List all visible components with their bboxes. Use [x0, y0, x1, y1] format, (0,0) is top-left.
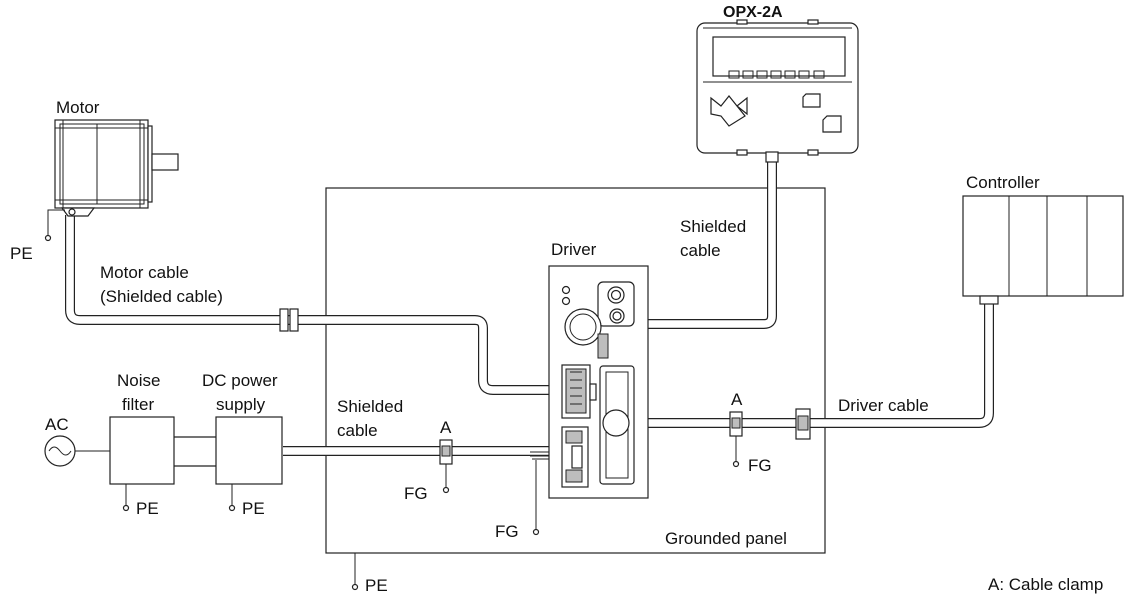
motor-pe-terminal [44, 234, 52, 242]
driver-label: Driver [551, 240, 597, 259]
cable-clamp-power [439, 439, 453, 494]
opx-display [712, 36, 846, 77]
motor-unit [44, 119, 179, 242]
driver-fg-terminal [532, 528, 540, 536]
shielded-cable-left-line1: Shielded [337, 397, 403, 416]
panel-pe-terminal [351, 583, 359, 591]
motor-shaft [151, 153, 179, 171]
motor-cable-coupler [279, 308, 299, 332]
driver-unit [548, 265, 649, 499]
opx-arrow-keys [710, 95, 748, 127]
cable-clamp-legend: A: Cable clamp [988, 575, 1103, 594]
driver-cable-label: Driver cable [838, 396, 929, 415]
controller-body [962, 195, 1124, 297]
ac-label: AC [45, 415, 69, 434]
motor-connector [60, 207, 96, 217]
grounded-panel-label: Grounded panel [665, 529, 787, 548]
driver-cable-fg-label: FG [748, 456, 772, 475]
shielded-cable-top-line2: cable [680, 241, 721, 260]
driver-cable [612, 296, 994, 428]
motor-cable-label-line1: Motor cable [100, 263, 189, 282]
opx-key-upper [802, 93, 821, 108]
shielded-cable-top-line1: Shielded [680, 217, 746, 236]
controller-unit [962, 195, 1124, 305]
driver-fg-label: FG [495, 522, 519, 541]
opx-key-lower [822, 115, 842, 133]
dc-power-supply [215, 416, 283, 512]
power-pe-label: PE [242, 499, 265, 518]
controller-label: Controller [966, 173, 1040, 192]
operator-cable [590, 150, 777, 329]
filter-pe-label: PE [136, 499, 159, 518]
motor-body [54, 119, 149, 209]
ac-source [44, 435, 110, 467]
noise-filter-label-line2: filter [122, 395, 154, 414]
motor-flange [147, 125, 153, 203]
cable-clamp-driver-outside [795, 408, 811, 440]
noise-filter-label-line1: Noise [117, 371, 160, 390]
opx-label: OPX-2A [723, 4, 783, 21]
dc-power-label-line1: DC power [202, 371, 278, 390]
motor-cable [65, 215, 566, 395]
motor-pe-label: PE [10, 244, 33, 263]
clamp-a-driver-label: A [731, 390, 743, 409]
noise-filter [109, 416, 175, 512]
motor-cable-label-line2: (Shielded cable) [100, 287, 223, 306]
motor-label: Motor [56, 98, 100, 117]
opx-cable-boot [765, 151, 779, 163]
power-fg-label: FG [404, 484, 428, 503]
panel-pe-label: PE [365, 576, 388, 595]
opx-2a-unit [696, 19, 859, 163]
filter-to-power-wires [174, 436, 216, 467]
clamp-a-power-label: A [440, 418, 452, 437]
cable-clamp-driver-inside [729, 411, 743, 468]
shielded-cable-left-line2: cable [337, 421, 378, 440]
dc-power-label-line2: supply [216, 395, 266, 414]
